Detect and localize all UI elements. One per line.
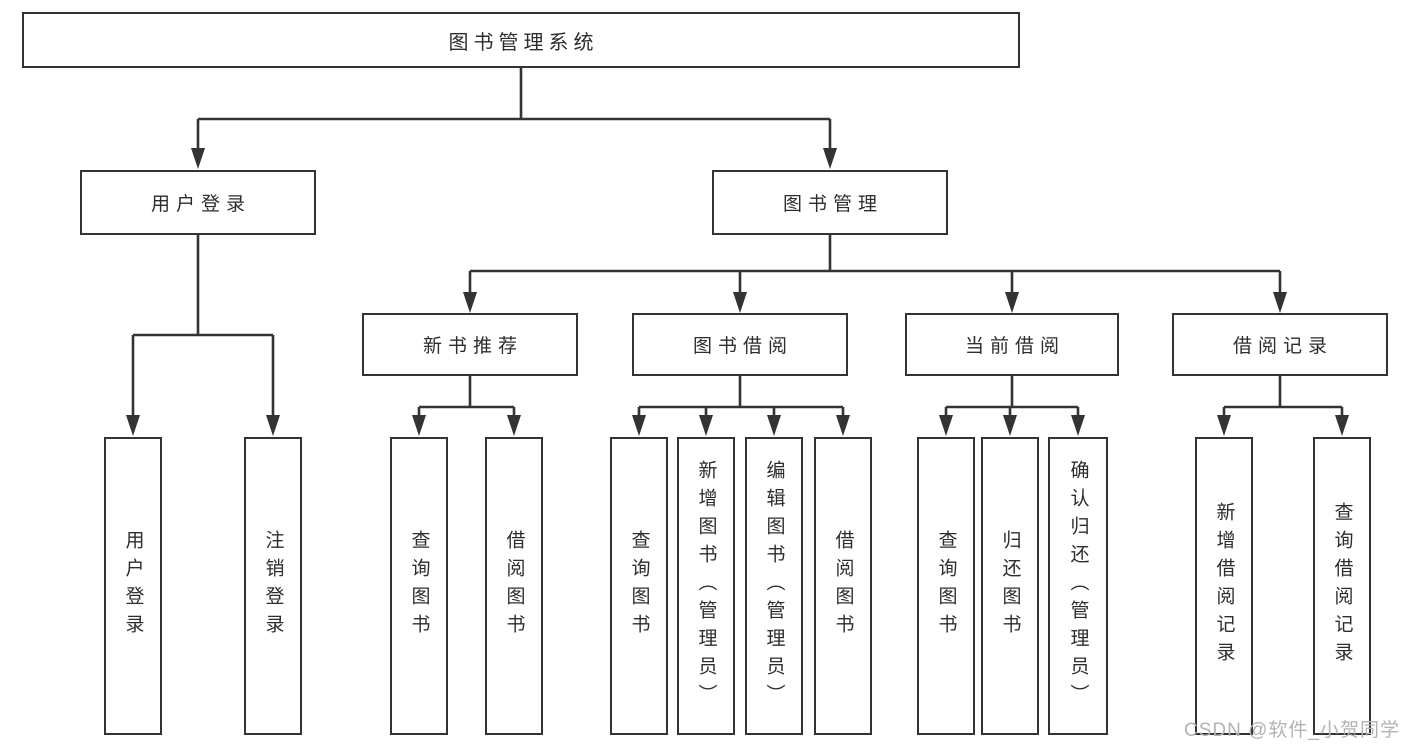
arrow-down-icon	[126, 415, 140, 436]
leaf-add-book-admin: 新增图书（管理员）	[677, 437, 735, 735]
leaf-edit-book-admin: 编辑图书（管理员）	[745, 437, 803, 735]
arrow-down-icon	[507, 415, 521, 436]
node-borrowing-records: 借阅记录	[1172, 313, 1388, 376]
arrow-down-icon	[1217, 415, 1231, 436]
node-root-label: 图书管理系统	[448, 31, 599, 54]
leaf-user-login: 用户登录	[104, 437, 162, 735]
arrow-down-icon	[699, 415, 713, 436]
leaf-confirm-return-admin: 确认归还（管理员）	[1048, 437, 1108, 735]
leaf-user-login-label: 用户登录	[122, 530, 144, 642]
leaf-query-books-current-label: 查询图书	[935, 530, 957, 642]
arrow-down-icon	[191, 148, 205, 169]
node-book-management-label: 图书管理	[782, 194, 883, 215]
node-book-management: 图书管理	[712, 170, 948, 235]
connector-paths	[131, 68, 1344, 417]
leaf-confirm-return-admin-label: 确认归还（管理员）	[1067, 460, 1089, 712]
leaf-query-borrow-record-label: 查询借阅记录	[1331, 502, 1353, 670]
leaf-query-books-borrowing-label: 查询图书	[628, 530, 650, 642]
csdn-watermark: CSDN @软件_小贺同学	[1184, 720, 1400, 741]
leaf-query-books-borrowing: 查询图书	[610, 437, 668, 735]
arrow-down-icon	[632, 415, 646, 436]
leaf-edit-book-admin-label: 编辑图书（管理员）	[763, 460, 785, 712]
arrow-down-icon	[767, 415, 781, 436]
node-new-book-recommendation-label: 新书推荐	[422, 336, 523, 357]
leaf-add-book-admin-label: 新增图书（管理员）	[695, 460, 717, 712]
node-book-borrowing: 图书借阅	[632, 313, 848, 376]
leaf-borrow-books-borrowing-label: 借阅图书	[832, 530, 854, 642]
leaf-logout-label: 注销登录	[262, 530, 284, 642]
leaf-query-books-recommend: 查询图书	[390, 437, 448, 735]
arrow-down-icon	[836, 415, 850, 436]
arrow-down-icon	[939, 415, 953, 436]
leaf-return-book-label: 归还图书	[999, 530, 1021, 642]
leaf-add-borrow-record-label: 新增借阅记录	[1213, 502, 1235, 670]
node-borrowing-records-label: 借阅记录	[1232, 336, 1333, 357]
node-user-login-label: 用户登录	[150, 194, 251, 215]
leaf-return-book: 归还图书	[981, 437, 1039, 735]
node-current-borrowing-label: 当前借阅	[964, 336, 1065, 357]
leaf-logout: 注销登录	[244, 437, 302, 735]
arrow-down-icon	[412, 415, 426, 436]
leaf-query-books-recommend-label: 查询图书	[408, 530, 430, 642]
arrow-down-icon	[266, 415, 280, 436]
leaf-borrow-books-recommend: 借阅图书	[485, 437, 543, 735]
arrow-down-icon	[1071, 415, 1085, 436]
arrow-down-icon	[1005, 292, 1019, 313]
node-user-login: 用户登录	[80, 170, 316, 235]
arrowhead-icons	[126, 148, 1349, 436]
leaf-add-borrow-record: 新增借阅记录	[1195, 437, 1253, 735]
arrow-down-icon	[1335, 415, 1349, 436]
leaf-query-borrow-record: 查询借阅记录	[1313, 437, 1371, 735]
arrow-down-icon	[823, 148, 837, 169]
leaf-borrow-books-recommend-label: 借阅图书	[503, 530, 525, 642]
arrow-down-icon	[733, 292, 747, 313]
leaf-borrow-books-borrowing: 借阅图书	[814, 437, 872, 735]
node-current-borrowing: 当前借阅	[905, 313, 1119, 376]
leaf-query-books-current: 查询图书	[917, 437, 975, 735]
node-root: 图书管理系统	[22, 12, 1020, 68]
arrow-down-icon	[463, 292, 477, 313]
node-new-book-recommendation: 新书推荐	[362, 313, 578, 376]
node-book-borrowing-label: 图书借阅	[692, 336, 793, 357]
arrow-down-icon	[1273, 292, 1287, 313]
arrow-down-icon	[1003, 415, 1017, 436]
